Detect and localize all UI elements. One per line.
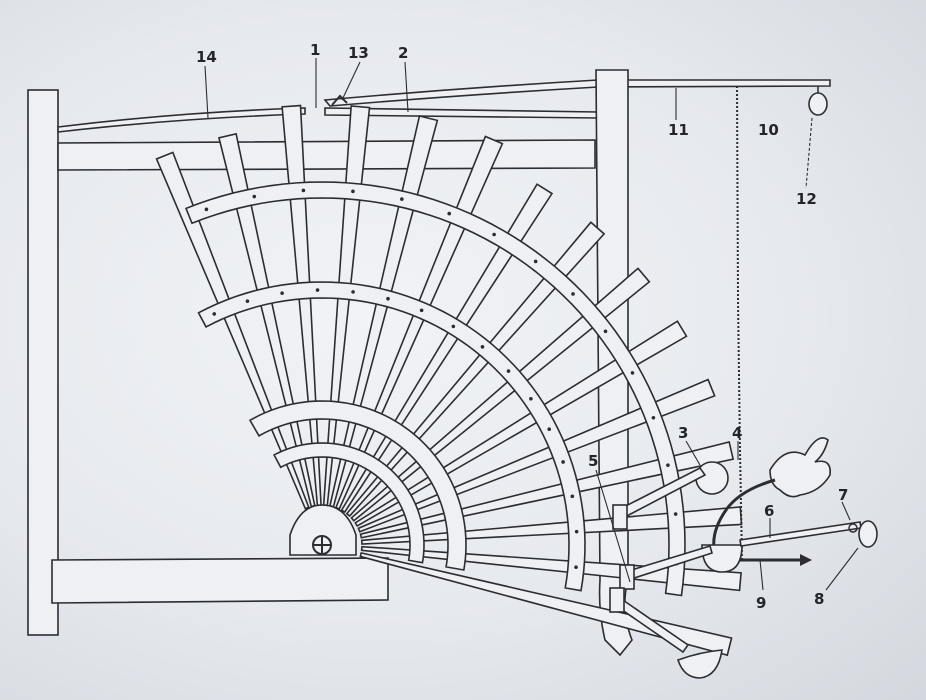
rivet-icon — [447, 211, 452, 216]
rivet-icon — [400, 197, 404, 201]
pivot-pin-icon — [848, 523, 858, 533]
rivet-icon — [574, 529, 579, 534]
label-4: 4 — [732, 424, 742, 442]
left-frame-post — [27, 89, 59, 636]
water-spout — [712, 478, 776, 549]
rivet-icon — [252, 194, 257, 199]
arm-clamp-lower — [619, 564, 635, 590]
counterweight-icon — [808, 92, 828, 116]
rivet-icon — [651, 415, 656, 420]
rivet-icon — [492, 232, 496, 237]
label-13: 13 — [348, 44, 369, 62]
rivet-icon — [212, 312, 217, 316]
arm-clamp-upper — [612, 504, 628, 530]
arm-clamp-bottom — [609, 587, 625, 613]
rivet-icon — [480, 345, 485, 349]
label-10: 10 — [758, 121, 779, 139]
rivet-icon — [204, 207, 209, 212]
rivet-icon — [673, 512, 678, 516]
rivet-icon — [547, 427, 552, 432]
rivet-icon — [574, 565, 578, 570]
rivet-icon — [571, 292, 575, 296]
rivet-icon — [419, 308, 424, 313]
rivet-icon — [351, 290, 355, 294]
wheel-rims — [184, 181, 686, 597]
hub-bearing — [289, 504, 357, 556]
rivet-icon — [301, 188, 306, 193]
label-8: 8 — [814, 590, 824, 608]
wheel-rim — [273, 442, 425, 564]
top-beam — [57, 139, 596, 171]
label-2: 2 — [398, 44, 408, 62]
rivet-icon — [245, 299, 250, 303]
wheel-rim — [197, 281, 586, 592]
label-14: 14 — [196, 48, 217, 66]
rope — [736, 85, 743, 561]
rivet-icon — [315, 288, 320, 292]
label-9: 9 — [756, 594, 766, 612]
label-11: 11 — [668, 121, 689, 139]
upper-rail-left — [57, 107, 306, 133]
label-6: 6 — [764, 502, 774, 520]
rivet-icon — [630, 371, 635, 375]
label-7: 7 — [838, 486, 848, 504]
rivet-icon — [666, 463, 670, 467]
rivet-icon — [386, 296, 390, 301]
rivet-icon — [570, 494, 575, 499]
push-rod — [739, 521, 862, 547]
base-beam — [51, 557, 389, 604]
bracket-icon — [331, 94, 348, 106]
label-1: 1 — [310, 41, 320, 59]
dragon-head-icon — [769, 437, 832, 498]
rivet-icon — [506, 369, 511, 373]
rivet-icon — [451, 324, 456, 329]
label-12: 12 — [796, 190, 817, 208]
spoke — [359, 551, 733, 657]
lever-arm — [323, 79, 831, 107]
axle-cross-icon — [313, 536, 331, 554]
label-3: 3 — [678, 424, 688, 442]
scoop-bucket-icon — [676, 649, 723, 679]
spring-weight-icon — [858, 520, 878, 548]
rivet-icon — [603, 329, 608, 334]
rivet-icon — [529, 396, 533, 401]
wheel-rim — [184, 181, 686, 597]
wheel-rim — [248, 400, 467, 571]
rivet-icon — [533, 259, 538, 264]
rivet-icon — [351, 189, 355, 194]
arrow-head-icon — [800, 554, 812, 566]
rivet-icon — [561, 460, 565, 464]
label-5: 5 — [588, 452, 598, 470]
label-leaders — [204, 58, 859, 591]
rivet-icon — [280, 291, 284, 295]
